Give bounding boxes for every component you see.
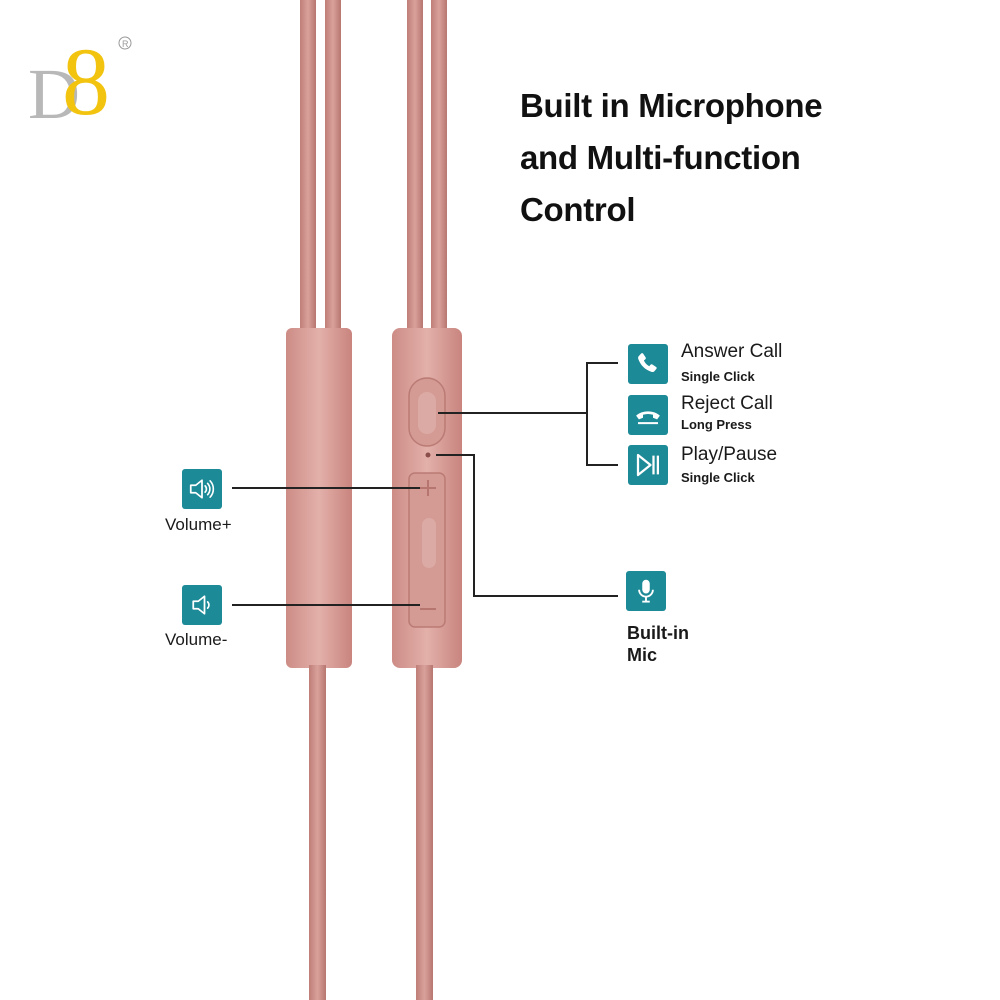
volume-down-label: Volume- [165,630,228,649]
volume-down-icon [182,585,222,625]
answer-call-action: Single Click [681,369,755,384]
play-pause-icon [628,445,668,485]
volume-up-label: Volume+ [165,515,232,534]
phone-hangup-icon [628,395,668,435]
d8-logo-mark: D 8 R [28,28,132,135]
headline-line: Control [520,191,636,228]
reject-call-action: Long Press [681,417,752,432]
microphone-icon [626,571,666,611]
reject-call-label: Reject Call [681,393,773,414]
left-splitter [286,328,352,668]
play-pause-label: Play/Pause [681,444,778,465]
answer-call-label: Answer Call [681,341,783,362]
mic-label-line2: Mic [627,645,658,665]
svg-text:R: R [122,39,129,49]
mic-hole [425,452,431,458]
phone-answer-icon [628,344,668,384]
volume-up-icon [182,469,222,509]
play-pause-action: Single Click [681,470,755,485]
headline-line: and Multi-function [520,139,801,176]
headline-line: Built in Microphone [520,87,823,124]
brand-logo: D 8 R [28,28,138,135]
mic-label-line1: Built-in [627,623,689,643]
svg-text:8: 8 [62,30,110,130]
svg-text:D: D [28,54,80,130]
headline: Built in Microphone and Multi-function C… [520,80,960,236]
built-in-mic-label: Built-in Mic [627,622,689,666]
